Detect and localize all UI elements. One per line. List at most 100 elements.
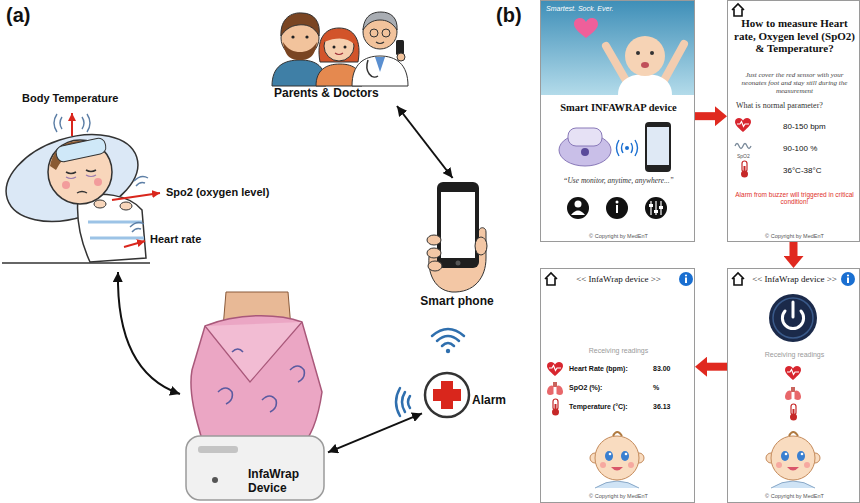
screen-text: © Copyright by MedEnT bbox=[728, 493, 860, 499]
parents-doctor-figure bbox=[382, 29, 390, 37]
sick-baby-figure bbox=[88, 222, 144, 238]
parents-doctor-figure bbox=[367, 60, 378, 77]
app-screen-one bbox=[645, 197, 667, 219]
device-icon-group: Smart phone bbox=[413, 178, 501, 314]
parents-doctor-figure bbox=[375, 57, 385, 72]
app-screen-one bbox=[606, 197, 628, 219]
screen-text: 36°C-38°C bbox=[783, 166, 853, 175]
app-screen-four bbox=[545, 273, 557, 285]
app-screen-three bbox=[727, 268, 860, 503]
app-screen-three bbox=[727, 268, 860, 503]
panel-label: (b) bbox=[496, 4, 522, 27]
screen-text: Smart INFAWRAP device bbox=[541, 102, 696, 114]
app-screen-one bbox=[541, 1, 694, 95]
screen-text: Receiving readings bbox=[541, 347, 696, 355]
foot-device-figure bbox=[191, 316, 322, 446]
foot-device-figure bbox=[212, 477, 218, 483]
app-screen-one bbox=[540, 0, 695, 242]
app-screen-three bbox=[769, 294, 817, 342]
sick-baby-figure bbox=[2, 262, 150, 264]
foot-device-figure bbox=[186, 436, 324, 500]
sick-baby-figure bbox=[54, 114, 90, 132]
app-screen-three bbox=[790, 404, 797, 421]
link-arrow bbox=[397, 106, 453, 178]
screen-text: Temperature (°C): bbox=[569, 403, 651, 411]
screen-text: SpO2 bbox=[737, 154, 767, 160]
app-screen-three bbox=[732, 273, 744, 285]
sick-baby-figure bbox=[77, 192, 87, 194]
link-arrow bbox=[328, 413, 422, 452]
sick-baby-figure bbox=[55, 137, 107, 163]
app-screen-one bbox=[641, 62, 649, 68]
parents-doctor-figure bbox=[397, 53, 405, 61]
sick-baby-figure bbox=[94, 178, 102, 186]
sick-baby-figure bbox=[118, 272, 180, 394]
sick-baby-figure bbox=[66, 170, 96, 174]
app-screen-four bbox=[679, 272, 693, 286]
app-screen-two bbox=[727, 0, 860, 242]
screen-text: % bbox=[653, 384, 691, 392]
sick-baby-figure bbox=[0, 113, 180, 394]
app-screen-three bbox=[785, 366, 801, 380]
alarm-figure bbox=[446, 349, 450, 353]
screen-text: Receiving readings bbox=[728, 351, 860, 359]
app-screen-one bbox=[636, 51, 640, 55]
parents-doctor-figure bbox=[335, 53, 343, 55]
app-screen-one bbox=[647, 127, 669, 165]
app-screen-one bbox=[654, 210, 658, 213]
panel-label: (a) bbox=[6, 4, 30, 27]
alarm-figure bbox=[396, 388, 410, 416]
screen-text: 90-100 % bbox=[783, 144, 853, 153]
sick-baby-figure bbox=[66, 175, 96, 179]
app-screen-one bbox=[567, 197, 589, 219]
parents-doctor-figure bbox=[333, 46, 336, 49]
app-screen-one bbox=[659, 206, 663, 209]
app-screen-three bbox=[766, 432, 820, 488]
screen-text: Alarm from buzzer will triggered in crit… bbox=[734, 191, 855, 206]
node-label: InfaWrap Device bbox=[248, 468, 310, 496]
foot-device-figure bbox=[218, 349, 304, 412]
screen-text: << InfaWrap device >> bbox=[746, 274, 843, 284]
app-screen-two bbox=[741, 161, 748, 178]
flow-arrow bbox=[695, 112, 715, 120]
app-screen-three bbox=[785, 387, 801, 400]
sick-baby-figure bbox=[94, 200, 106, 208]
parents-doctor-figure bbox=[319, 28, 359, 62]
app-screen-four bbox=[540, 268, 695, 503]
screen-text: 36.13 bbox=[653, 403, 691, 411]
app-screen: Smartest. Sock. Ever. Smart INFAWRAP devi… bbox=[540, 0, 695, 242]
parents-doctor-figure bbox=[324, 30, 354, 44]
flow-arrow bbox=[707, 363, 727, 371]
app-screen-one bbox=[574, 18, 598, 38]
alarm-figure bbox=[425, 373, 469, 417]
alarm-figure bbox=[433, 389, 461, 401]
vital-label: Spo2 (oxygen level) bbox=[166, 186, 269, 199]
app-screen-one bbox=[618, 74, 672, 95]
app-screen-one bbox=[625, 36, 665, 76]
alarm-group: Alarm bbox=[422, 372, 514, 418]
screen-text: What is normal parameter? bbox=[736, 101, 853, 110]
app-screen-four bbox=[590, 432, 644, 488]
foot-device-figure bbox=[198, 446, 238, 453]
parents-doctor-figure bbox=[363, 12, 397, 30]
app-screen: How to measure Heart rate, Oxygen level … bbox=[727, 0, 860, 242]
app-screen-three bbox=[773, 298, 813, 338]
app-screen-four bbox=[547, 382, 563, 395]
sick-baby-figure bbox=[124, 241, 145, 247]
parents-doctor-figure bbox=[344, 46, 347, 49]
app-screen-one bbox=[649, 204, 653, 207]
screen-text: “Use monitor, anytime, anywhere...” bbox=[545, 177, 692, 186]
screen-text: Heart Rate (bpm): bbox=[569, 365, 651, 373]
parents-doctor-figure bbox=[272, 12, 408, 86]
screen-text: Smartest. Sock. Ever. bbox=[546, 5, 641, 13]
vital-label: Body Temperature bbox=[22, 92, 118, 105]
screen-text: << InfaWrap device >> bbox=[561, 274, 676, 284]
wearable-device: InfaWrap Device bbox=[178, 292, 328, 503]
node-label: Parents & Doctors bbox=[274, 87, 379, 101]
screen-text: 83.00 bbox=[653, 365, 691, 373]
app-screen-two bbox=[732, 4, 744, 16]
app-screen-one bbox=[540, 0, 695, 242]
